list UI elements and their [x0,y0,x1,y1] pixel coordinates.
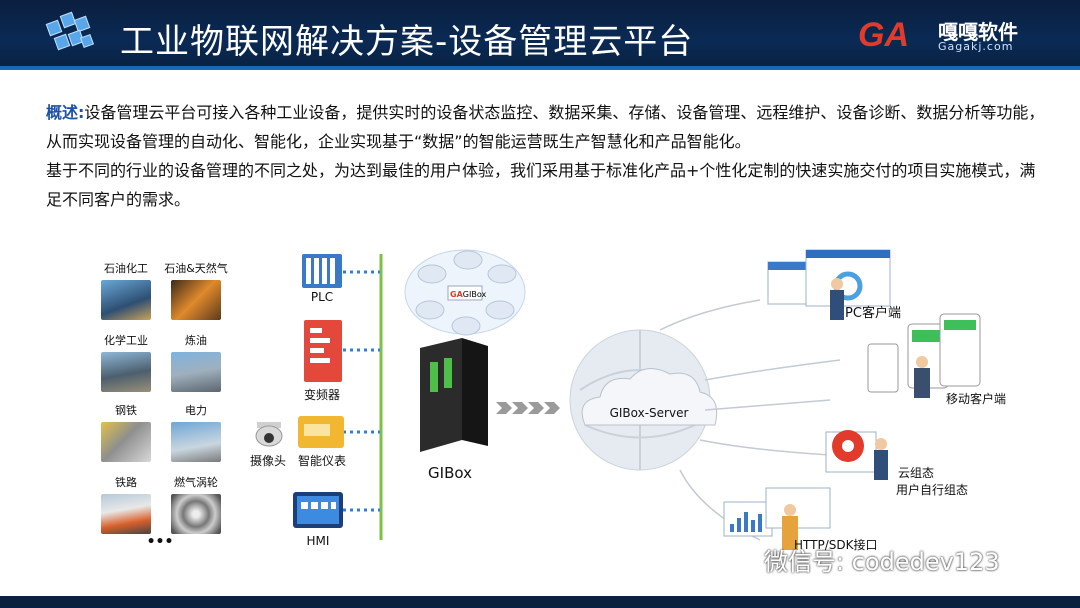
cubes-logo-icon [42,8,100,60]
hmi-icon [293,492,343,528]
plc-icon [302,254,342,288]
server-label: GIBox-Server [594,406,704,420]
intro-paragraph-1: 概述:设备管理云平台可接入各种工业设备，提供实时的设备状态监控、数据采集、存储、… [46,98,1046,156]
gateway-badge-mark: GA [450,290,463,299]
data-flow-arrow-icon [496,402,560,414]
brand-url: Gagakj.com [938,40,1013,53]
gateway-badge-text: GIBox [463,290,486,299]
mobile-client-label: 移动客户端 [936,390,1016,407]
wechat-watermark: 微信号: codedev123 [764,542,1000,577]
server-cloud-icon [570,330,717,470]
architecture-diagram: 石油化工 石油&天然气 化学工业 炼油 钢铁 电力 铁路 燃气涡轮 ••• [0,240,1080,590]
device-connectors [343,272,380,510]
plc-label: PLC [304,290,340,304]
camera-icon [256,422,282,446]
scada-client-label: 云组态 [896,464,936,481]
page-title: 工业物联网解决方案-设备管理云平台 [120,14,693,63]
hmi-label: HMI [300,534,336,548]
intro-paragraph-2: 基于不同的行业的设备管理的不同之处，为达到最佳的用户体验，我们采用基于标准化产品… [46,156,1046,214]
gibox-device-icon [420,338,488,452]
gateway-label: GIBox [420,464,480,482]
pc-client-label: PC客户端 [838,302,908,321]
gateway-badge: GAGIBox [450,288,484,302]
meter-icon [298,416,344,448]
intro-text: 概述:设备管理云平台可接入各种工业设备，提供实时的设备状态监控、数据采集、存储、… [46,98,1046,214]
scada-client-icon [826,430,888,480]
intro-p1-text: 设备管理云平台可接入各种工业设备，提供实时的设备状态监控、数据采集、存储、设备管… [46,103,1044,151]
mobile-client-icon [868,314,980,398]
footer-bar [0,596,1080,608]
brand-logo: GA 嘎嘎软件 Gagakj.com [858,12,1058,60]
inverter-label: 变频器 [298,386,346,403]
meter-label: 智能仪表 [292,452,352,469]
scada-client-sublabel: 用户自行组态 [896,481,986,498]
camera-label: 摄像头 [244,452,292,469]
header-stripe [0,66,1080,70]
inverter-icon [304,320,342,382]
header-bar: 工业物联网解决方案-设备管理云平台 GA 嘎嘎软件 Gagakj.com [0,0,1080,70]
brand-mark: GA [858,16,909,55]
intro-label: 概述: [46,103,84,122]
diagram-graphics [0,240,1080,590]
brand-mark-text: GA [858,16,909,54]
